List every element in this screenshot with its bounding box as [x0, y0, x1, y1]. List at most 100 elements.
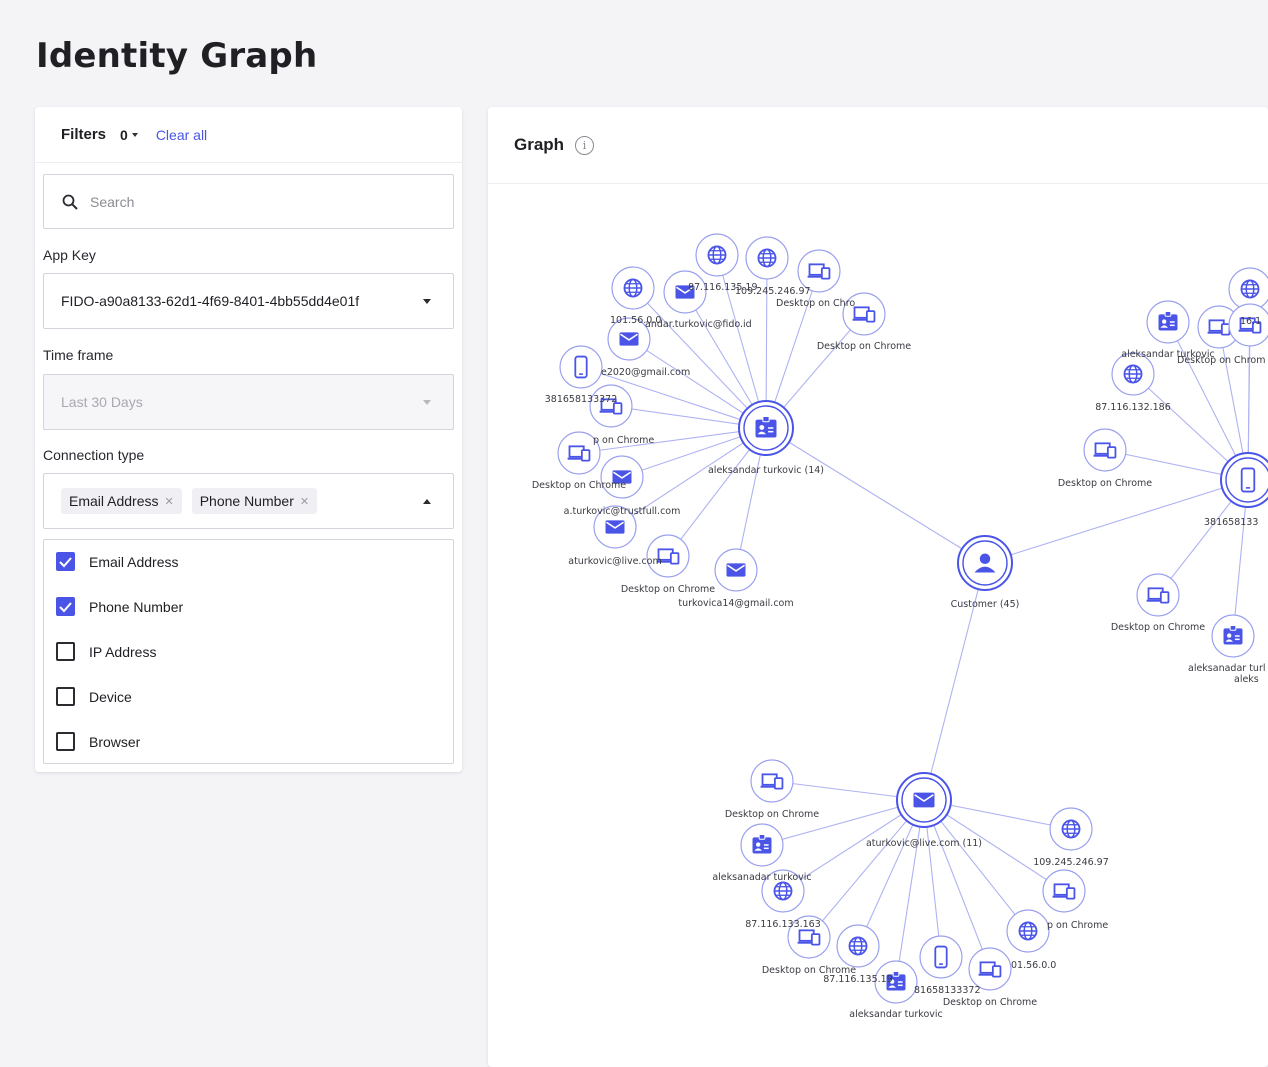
graph-edge — [895, 799, 925, 983]
option-ip-address[interactable]: IP Address — [44, 629, 453, 674]
checkbox-unchecked[interactable] — [56, 732, 75, 751]
person-icon — [974, 553, 996, 573]
graph-node-label: e2020@gmail.com — [601, 367, 690, 378]
option-phone-number[interactable]: Phone Number — [44, 584, 453, 629]
caret-down-icon — [131, 132, 138, 137]
graph-edge — [765, 427, 986, 564]
phone-icon — [1240, 467, 1256, 493]
graph-edge — [614, 427, 767, 528]
graph-node-a7[interactable] — [607, 317, 651, 361]
graph-node-b2[interactable] — [740, 823, 784, 867]
graph-node-label: aleksanadar turkovic — [712, 872, 811, 883]
chip-label: Email Address — [69, 493, 159, 509]
time-frame-select[interactable]: Last 30 Days — [43, 374, 454, 430]
globe-icon — [1240, 279, 1260, 299]
graph-node-a11[interactable] — [600, 455, 644, 499]
graph-node-a5[interactable] — [797, 249, 841, 293]
graph-node-c3[interactable] — [1197, 305, 1241, 349]
graph-node-a9[interactable] — [589, 384, 633, 428]
graph-node-b11[interactable] — [1049, 807, 1093, 851]
graph-node-label: aturkovic@live.com — [568, 556, 662, 567]
graph-node-b3[interactable] — [761, 869, 805, 913]
filters-title: Filters — [61, 126, 107, 143]
graph-edge — [1167, 321, 1249, 481]
checkbox-unchecked[interactable] — [56, 687, 75, 706]
graph-edge — [923, 562, 986, 801]
graph-nodes — [557, 233, 1268, 1004]
globe-icon — [1061, 819, 1081, 839]
graph-labels: Customer (45)aleksandar turkovic (14)atu… — [532, 282, 1266, 1020]
graph-node-a12[interactable] — [593, 505, 637, 549]
graph-node-label: aleksandar turkovic — [849, 1009, 943, 1020]
graph-node-b8[interactable] — [968, 947, 1012, 991]
time-frame-value: Last 30 Days — [61, 394, 143, 410]
graph-node-b9[interactable] — [1006, 909, 1050, 953]
graph-node-label: Desktop on Chrome — [532, 480, 626, 491]
graph-node-label: aleksandar turkovic — [1121, 349, 1215, 360]
graph-title: Graph — [514, 135, 565, 154]
desktop-device-icon — [1238, 317, 1262, 334]
graph-node-c2[interactable] — [1146, 300, 1190, 344]
graph-node-label: 101.56.0.0 — [610, 315, 661, 326]
graph-node-a4[interactable] — [745, 236, 789, 280]
close-icon[interactable]: ✕ — [299, 495, 310, 508]
graph-node-b7[interactable] — [919, 935, 963, 979]
graph-node-a13[interactable] — [646, 534, 690, 578]
checkbox-checked[interactable] — [56, 597, 75, 616]
checkbox-checked[interactable] — [56, 552, 75, 571]
graph-node-b1[interactable] — [750, 759, 794, 803]
connection-type-select[interactable]: Email Address ✕ Phone Number ✕ — [43, 473, 454, 529]
chevron-down-icon — [423, 399, 431, 405]
id-card-icon — [755, 415, 777, 438]
graph-node-a10[interactable] — [557, 431, 601, 475]
graph-node-c8[interactable] — [1228, 303, 1268, 347]
graph-node-label: 381658133372 — [545, 394, 618, 405]
check-icon — [59, 601, 72, 612]
globe-icon — [707, 245, 727, 265]
graph-node-c5[interactable] — [1083, 428, 1127, 472]
option-email-address[interactable]: Email Address — [44, 539, 453, 584]
graph-node-b5[interactable] — [836, 924, 880, 968]
filters-header: Filters 0 Clear all — [35, 107, 462, 163]
graph-node-label: Desktop on Chrome — [621, 584, 715, 595]
graph-node-c6[interactable] — [1136, 573, 1180, 617]
graph-node-b10[interactable] — [1042, 869, 1086, 913]
info-icon[interactable]: i — [575, 135, 595, 155]
graph-node-b4[interactable] — [787, 915, 831, 959]
chevron-up-icon[interactable] — [423, 498, 431, 504]
option-browser[interactable]: Browser — [44, 719, 453, 764]
chip-phone-number: Phone Number ✕ — [191, 488, 318, 514]
clear-all-link[interactable]: Clear all — [155, 126, 208, 143]
app-key-select[interactable]: FIDO-a90a8133-62d1-4f69-8401-4bb55dd4e01… — [43, 273, 454, 329]
graph-node-c4[interactable] — [1111, 352, 1155, 396]
graph-node-c7[interactable] — [1211, 614, 1255, 658]
graph-node-h3[interactable] — [1220, 452, 1268, 508]
graph-node-label: Desktop on Chrome — [1058, 478, 1152, 489]
close-icon[interactable]: ✕ — [164, 495, 174, 508]
filter-count: 0 — [120, 126, 128, 143]
graph-node-a6[interactable] — [842, 292, 886, 336]
graph-node-b6[interactable] — [874, 960, 918, 1004]
search-box[interactable] — [43, 174, 454, 229]
page-title: Identity Graph — [36, 36, 318, 76]
graph-node-label: 109.245.246.97 — [1033, 857, 1109, 868]
desktop-device-icon — [656, 548, 680, 565]
graph-node-a1[interactable] — [611, 266, 655, 310]
graph-node-label: 16.1 — [1240, 316, 1261, 327]
desktop-device-icon — [567, 445, 591, 462]
graph-node-a2[interactable] — [663, 270, 707, 314]
desktop-device-icon — [978, 961, 1002, 978]
graph-node-a14[interactable] — [714, 548, 758, 592]
graph-node-h1[interactable] — [738, 400, 794, 456]
graph-node-a8[interactable] — [559, 345, 603, 389]
graph-node-customer[interactable] — [957, 535, 1013, 591]
filter-count-dropdown[interactable]: 0 — [120, 127, 138, 143]
search-input[interactable] — [90, 193, 410, 210]
checkbox-unchecked[interactable] — [56, 642, 75, 661]
option-device[interactable]: Device — [44, 674, 453, 719]
graph-node-label: Desktop on Chrome — [762, 965, 856, 976]
graph-node-a3[interactable] — [695, 233, 739, 277]
graph-node-h2[interactable] — [896, 772, 952, 828]
globe-icon — [773, 881, 793, 901]
